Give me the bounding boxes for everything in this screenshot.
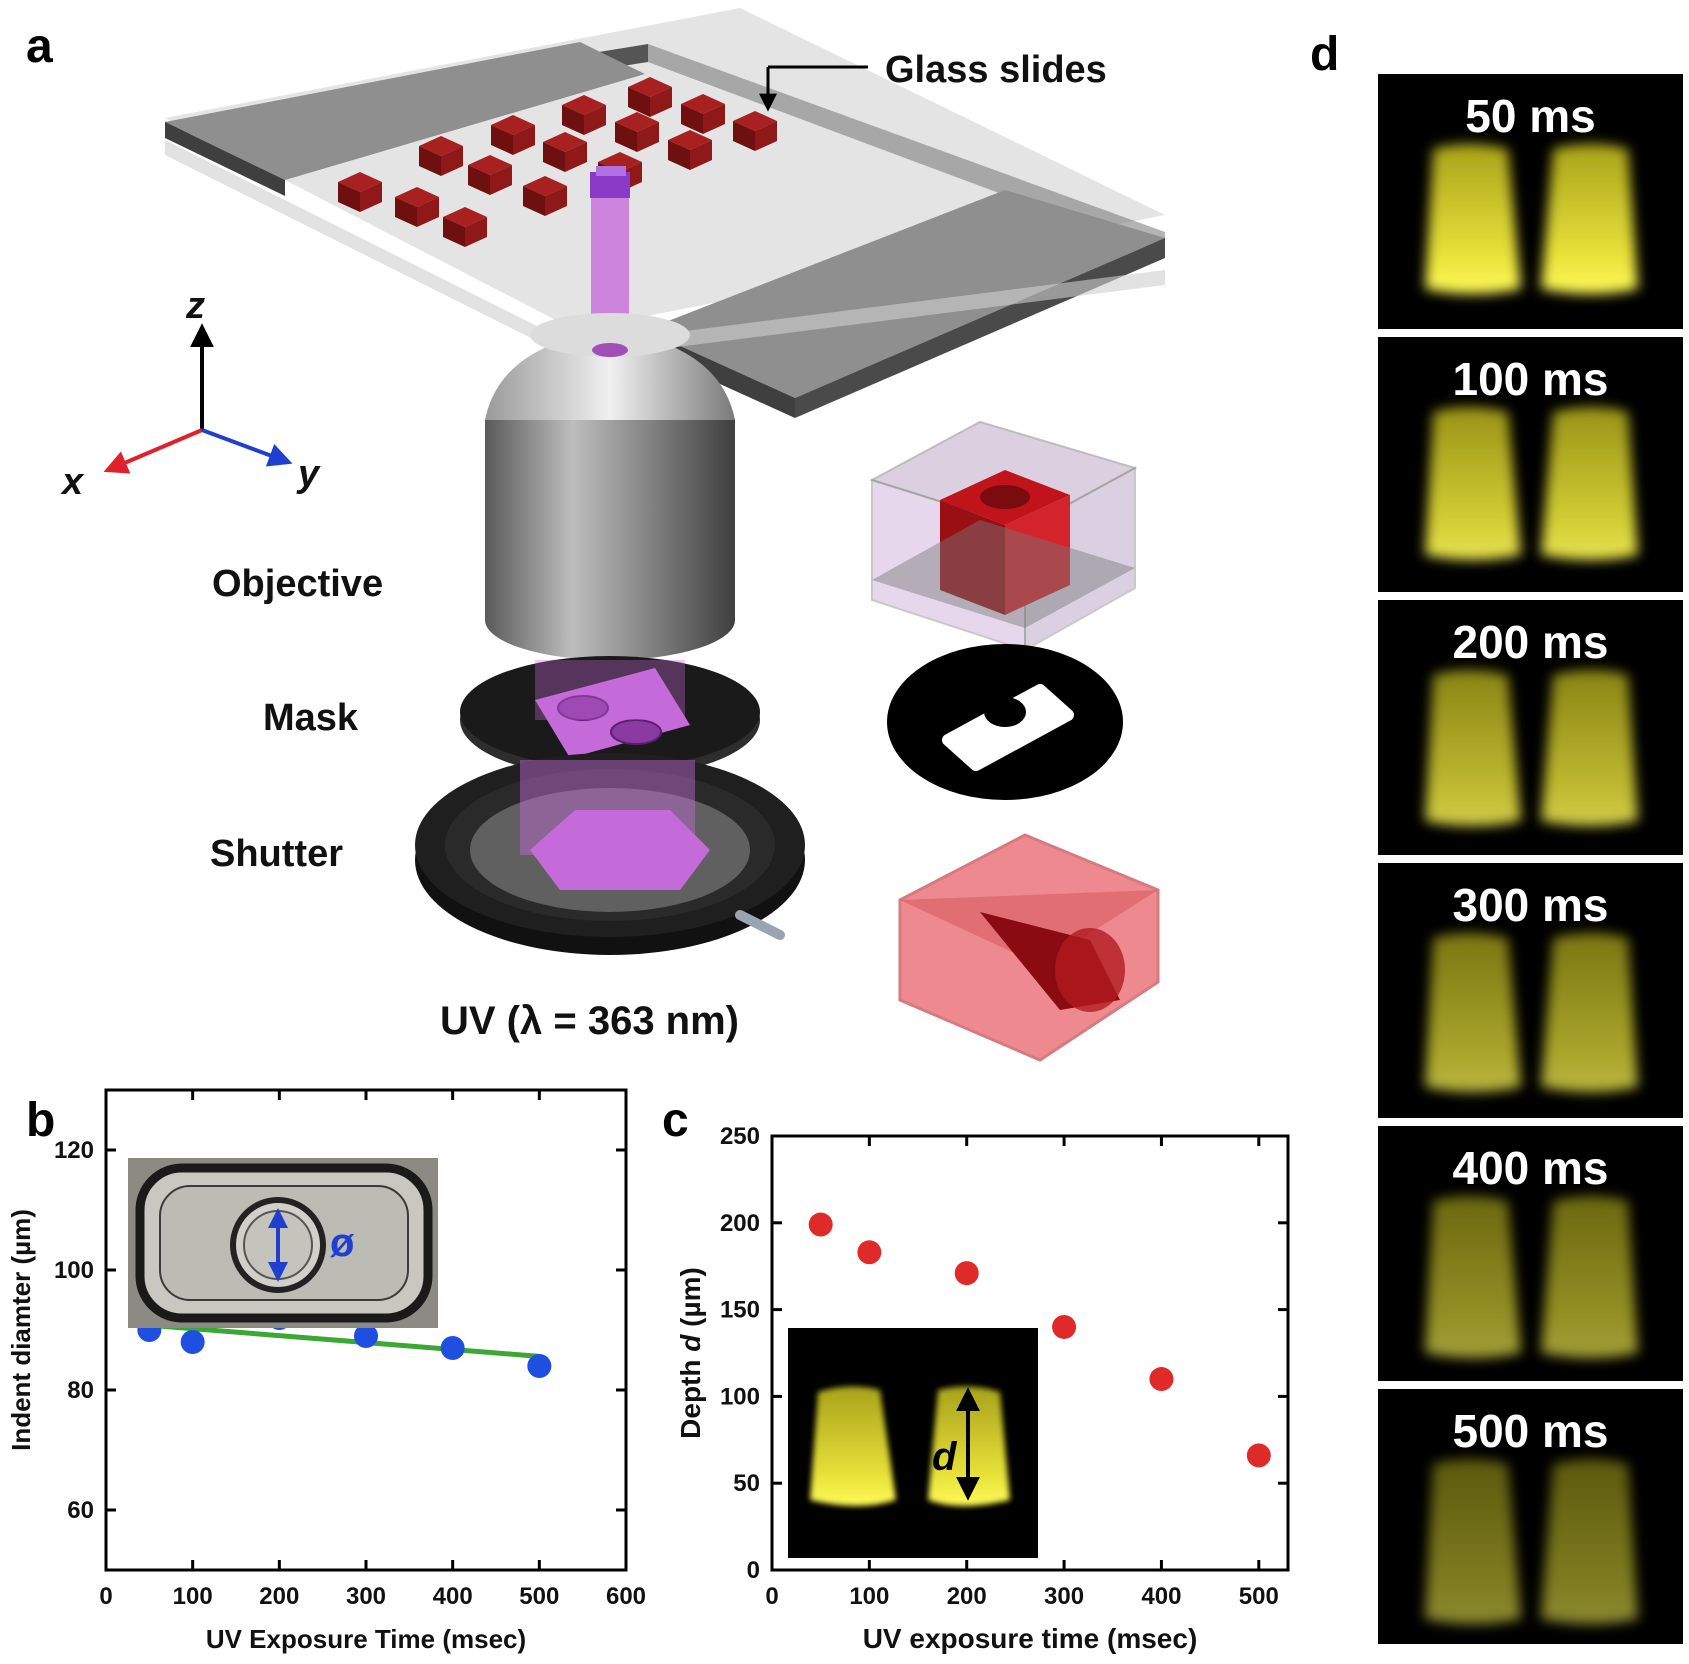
data-point xyxy=(180,1330,205,1354)
micropost xyxy=(733,111,777,151)
panel-b: b 0 100 200 300 400 500 600 60 80 100 120 ø UV Exp… xyxy=(6,1088,646,1654)
y-tick-label: 80 xyxy=(67,1377,94,1404)
exposure-tile: 400 ms xyxy=(1378,1126,1683,1381)
panel-letter-c: c xyxy=(662,1094,689,1147)
y-tick-label: 200 xyxy=(720,1210,760,1237)
objective xyxy=(485,313,735,660)
data-point xyxy=(808,1212,833,1237)
shutter xyxy=(415,753,805,955)
data-point xyxy=(857,1240,882,1265)
x-tick-label: 600 xyxy=(606,1583,646,1610)
micropost xyxy=(338,172,382,212)
data-point xyxy=(354,1324,378,1348)
x-axis-arrow xyxy=(103,428,203,474)
x-tick-label: 300 xyxy=(346,1583,386,1610)
panel-d: d 50 ms 100 ms 200 ms 300 ms 400 ms 500 ms xyxy=(1310,28,1683,1644)
x-tick-label: 500 xyxy=(1239,1583,1279,1610)
panel-letter-d: d xyxy=(1310,28,1339,81)
micropost xyxy=(615,112,659,152)
exposure-time-label: 500 ms xyxy=(1452,1405,1608,1457)
y-tick-label: 100 xyxy=(54,1257,94,1284)
shutter-label: Shutter xyxy=(210,833,343,875)
panel-letter-a: a xyxy=(26,20,53,73)
depth-symbol: d xyxy=(932,1435,958,1479)
exposure-time-label: 50 ms xyxy=(1465,90,1595,142)
data-point xyxy=(954,1261,979,1286)
y-tick-label: 150 xyxy=(720,1297,760,1324)
mask xyxy=(460,656,760,778)
exposure-time-label: 400 ms xyxy=(1452,1142,1608,1194)
exposure-time-label: 100 ms xyxy=(1452,353,1608,405)
x-tick-label: 200 xyxy=(259,1583,299,1610)
data-point xyxy=(440,1336,465,1360)
micropost xyxy=(628,77,672,117)
x-tick-label: 300 xyxy=(1044,1583,1084,1610)
chart-c: 0 100 200 300 400 500 0 50 100 150 200 250 xyxy=(720,1123,1288,1610)
y-tick-label: 60 xyxy=(67,1497,94,1524)
chart-c-inset-image: d xyxy=(788,1328,1038,1558)
y-tick-label: 100 xyxy=(720,1383,760,1410)
y-tick-label: 0 xyxy=(747,1557,760,1584)
z-axis-label: z xyxy=(185,285,205,327)
y-tick-label: 120 xyxy=(54,1137,94,1164)
glass-slides-label: Glass slides xyxy=(885,49,1107,91)
x-tick-label: 0 xyxy=(765,1583,778,1610)
x-tick-label: 200 xyxy=(947,1583,987,1610)
micropost xyxy=(468,155,512,195)
data-point xyxy=(527,1354,552,1378)
chart-b: 0 100 200 300 400 500 600 60 80 100 120 xyxy=(54,1090,646,1610)
micropost xyxy=(443,207,487,247)
exposure-tile: 200 ms xyxy=(1378,600,1683,855)
x-tick-label: 0 xyxy=(99,1583,112,1610)
mask-disk-illustration xyxy=(887,644,1123,800)
chart-b-ylabel: Indent diamter (µm) xyxy=(6,1209,36,1451)
micropost xyxy=(419,136,463,176)
panel-a: a xyxy=(26,8,1165,1062)
exposure-time-label: 200 ms xyxy=(1452,616,1608,668)
micropost xyxy=(543,132,587,172)
micropost xyxy=(395,187,439,227)
x-axis-label: x xyxy=(60,461,85,503)
fit-line xyxy=(149,1322,540,1359)
data-point xyxy=(1246,1443,1271,1468)
uv-wavelength-label: UV (λ = 363 nm) xyxy=(440,999,739,1043)
data-point xyxy=(1149,1367,1174,1392)
x-tick-label: 100 xyxy=(849,1583,889,1610)
mold-box-illustration xyxy=(869,420,1138,652)
micropost xyxy=(523,176,567,216)
data-point xyxy=(1052,1314,1077,1339)
chart-b-inset-image: ø xyxy=(128,1158,438,1328)
chart-c-ylabel: Depth d (µm) xyxy=(675,1267,706,1439)
x-tick-label: 500 xyxy=(519,1583,559,1610)
chart-b-xlabel: UV Exposure Time (msec) xyxy=(206,1624,526,1654)
mask-label: Mask xyxy=(263,697,359,739)
objective-label: Objective xyxy=(212,563,383,605)
exposure-tile: 50 ms xyxy=(1378,74,1683,329)
exposure-tile: 300 ms xyxy=(1378,863,1683,1118)
chart-c-xlabel: UV exposure time (msec) xyxy=(863,1623,1198,1654)
x-tick-label: 400 xyxy=(1141,1583,1181,1610)
exposure-tile: 500 ms xyxy=(1378,1389,1683,1644)
y-axis-arrow xyxy=(201,428,293,467)
panel-letter-b: b xyxy=(26,1094,55,1147)
y-axis-label: y xyxy=(296,453,321,495)
exposure-time-label: 300 ms xyxy=(1452,879,1608,931)
micropost xyxy=(668,130,712,170)
diameter-symbol: ø xyxy=(330,1221,355,1265)
x-tick-label: 100 xyxy=(173,1583,213,1610)
indent-illustration xyxy=(898,833,1160,1062)
micropost xyxy=(681,94,725,134)
exposure-tile: 100 ms xyxy=(1378,337,1683,592)
micropost-array xyxy=(338,77,777,247)
y-tick-label: 250 xyxy=(720,1123,760,1150)
panel-c: c 0 100 200 300 400 500 0 50 100 150 200 250 d UV e… xyxy=(662,1094,1290,1654)
axes-triad: z x y xyxy=(60,285,321,503)
micropost xyxy=(491,115,535,155)
x-tick-label: 400 xyxy=(433,1583,473,1610)
y-tick-label: 50 xyxy=(733,1470,760,1497)
glass-slides xyxy=(165,8,1165,418)
micropost xyxy=(562,95,606,135)
